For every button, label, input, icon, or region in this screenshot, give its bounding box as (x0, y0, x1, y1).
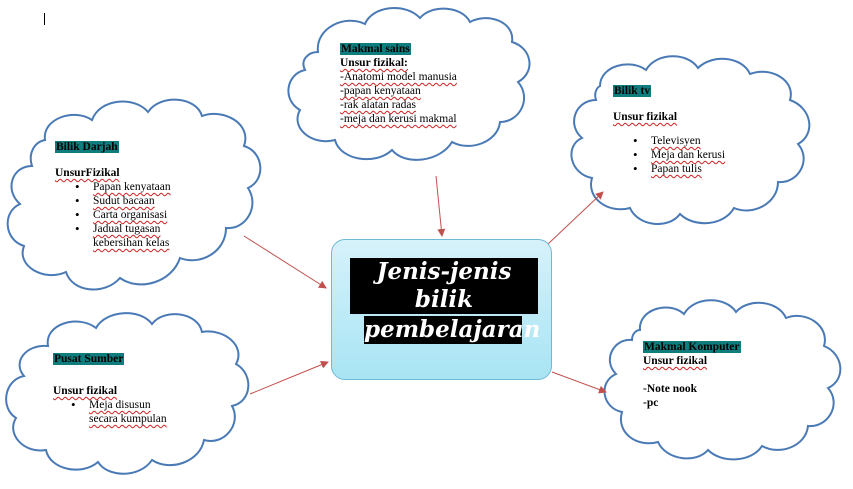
bilik-tv-item: Papan tulis (627, 162, 725, 176)
bilik-darjah-item: Papan kenyataan (69, 180, 171, 194)
bilik-tv-item: Meja dan kerusi (627, 148, 725, 162)
arrow-center-to-tv (547, 191, 604, 245)
center-node: Jenis-jenis bilik pembelajaran (331, 239, 552, 380)
node-bilik-darjah-text: Bilik Darjah UnsurFizikal Papan kenyataa… (55, 140, 171, 250)
arrow-sains-to-center (435, 175, 446, 237)
makmal-komputer-item: -pc (643, 397, 659, 409)
makmal-sains-heading: Makmal sains (340, 43, 411, 55)
makmal-komputer-subheading: Unsur fizikal (643, 355, 708, 367)
makmal-komputer-item: -Note nook (643, 383, 697, 395)
bilik-tv-subheading: Unsur fizikal (613, 111, 678, 123)
bilik-darjah-heading: Bilik Darjah (55, 141, 119, 153)
node-makmal-sains-text: Makmal sains Unsur fizikal: -Anatomi mod… (340, 42, 457, 126)
makmal-sains-item: -rak alatan radas (340, 99, 416, 111)
node-pusat-sumber-text: Pusat Sumber Unsur fizikal Meja disusun … (53, 352, 167, 426)
makmal-sains-item: -meja dan kerusi makmal (340, 113, 457, 125)
makmal-komputer-heading: Makmal Komputer (643, 341, 741, 353)
bilik-darjah-item: Jadual tugasan (69, 222, 171, 236)
arrow-darjah-to-center (243, 235, 327, 289)
cloud-makmal-komputer (603, 299, 842, 461)
bilik-darjah-item: Carta organisasi (69, 208, 171, 222)
center-title-line2: pembelajaran (364, 316, 541, 344)
bilik-darjah-subheading: UnsurFizikal (55, 167, 120, 179)
pusat-sumber-item: Meja disusun (65, 398, 167, 412)
pusat-sumber-subheading: Unsur fizikal (53, 385, 118, 397)
arrow-sumber-to-center (249, 360, 329, 395)
node-makmal-komputer-text: Makmal Komputer Unsur fizikal -Note nook… (643, 340, 741, 410)
makmal-sains-subheading: Unsur fizikal: (340, 57, 408, 69)
pusat-sumber-item: secara kumpulan (89, 413, 167, 425)
node-bilik-tv-text: Bilik tv Unsur fizikal Televisyen Meja d… (613, 84, 725, 176)
bilik-darjah-item: Sudut bacaan (69, 194, 171, 208)
text-cursor (44, 13, 45, 25)
bilik-darjah-item: kebersihan kelas (93, 237, 170, 249)
pusat-sumber-heading: Pusat Sumber (53, 353, 125, 365)
bilik-tv-item: Televisyen (627, 134, 725, 148)
arrow-center-to-komputer (551, 371, 607, 394)
makmal-sains-item: -Anatomi model manusia (340, 71, 457, 83)
makmal-sains-item: -papan kenyataan (340, 85, 421, 97)
bilik-tv-heading: Bilik tv (613, 85, 652, 97)
center-title-line1: Jenis-jenis bilik (350, 258, 538, 314)
